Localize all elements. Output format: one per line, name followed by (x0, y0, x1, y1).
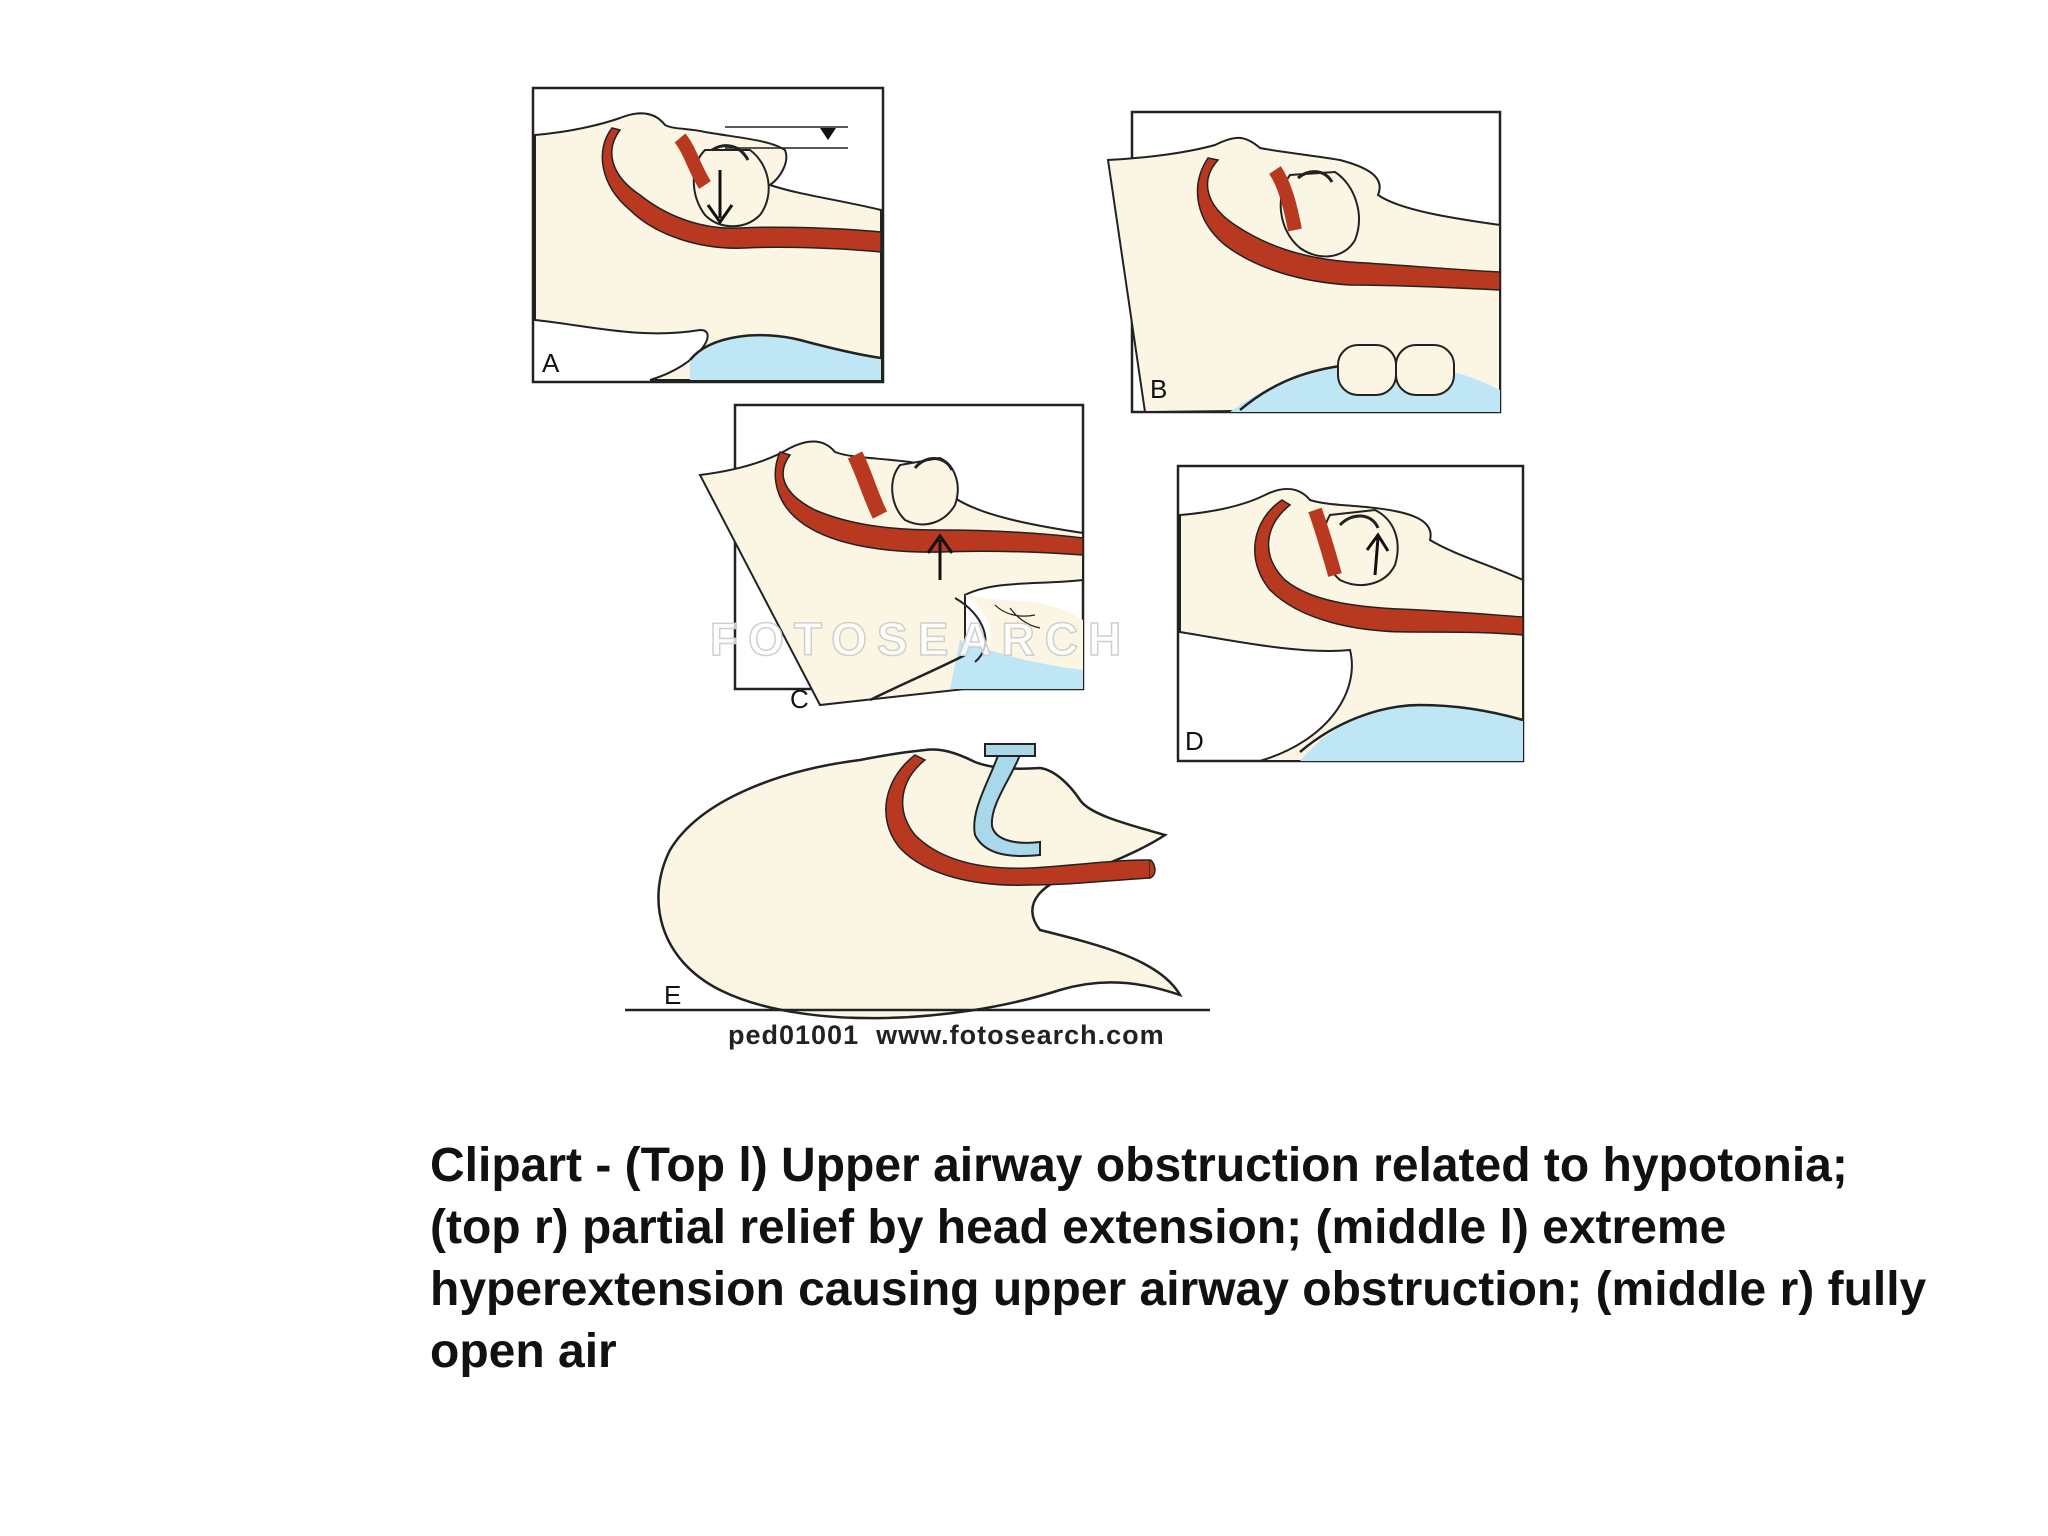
panel-e: E (625, 743, 1210, 1020)
panel-label-a: A (542, 348, 560, 378)
watermark-text: FOTOSEARCH (710, 613, 1131, 665)
panel-label-b: B (1150, 374, 1167, 404)
slide-caption: Clipart - (Top l) Upper airway obstructi… (430, 1139, 1927, 1378)
image-credit: ped01001 www.fotosearch.com (728, 1020, 1165, 1050)
panel-label-c: C (790, 684, 809, 714)
panel-c: C (698, 403, 1085, 714)
panel-d: D (1176, 464, 1525, 763)
panel-label-d: D (1185, 726, 1204, 756)
panel-a: A (531, 86, 885, 384)
panel-label-e: E (664, 980, 681, 1010)
panel-b: B (1106, 110, 1502, 414)
